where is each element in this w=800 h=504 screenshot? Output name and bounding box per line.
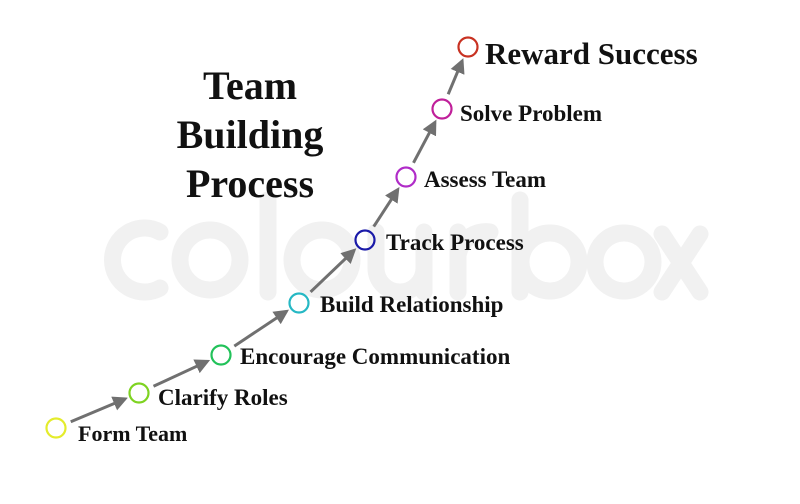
arrow (412, 119, 437, 164)
step-circle-icon (431, 98, 453, 120)
step-label: Assess Team (424, 167, 547, 192)
step-circle-icon (45, 417, 67, 439)
step-circle-icon (210, 344, 232, 366)
arrow (152, 359, 211, 388)
step-label: Track Process (386, 230, 524, 255)
arrow (233, 309, 290, 348)
watermark-glyph (512, 224, 588, 300)
step-circle-icon (395, 166, 417, 188)
arrow (309, 248, 357, 294)
watermark-glyph (367, 223, 433, 301)
step-circle-icon (457, 36, 479, 58)
watermark-glyph (104, 219, 169, 301)
step-label: Form Team (78, 421, 188, 446)
title-line: Building (176, 112, 324, 157)
watermark-glyph (653, 225, 709, 301)
watermark-glyph (449, 223, 499, 301)
step-label: Encourage Communication (240, 344, 511, 369)
step-label: Reward Success (485, 36, 698, 71)
step-circle-icon (354, 229, 376, 251)
title-line: Team (202, 63, 298, 108)
title-line: Process (185, 161, 315, 206)
step-label: Clarify Roles (158, 385, 288, 410)
arrow (70, 396, 128, 424)
step-circle-icon (128, 382, 150, 404)
arrow (372, 187, 400, 228)
watermark-glyph (586, 224, 662, 300)
step-label: Build Relationship (320, 292, 504, 317)
diagram-title: Team Building Process (130, 62, 370, 209)
watermark-glyph (171, 221, 249, 299)
arrow (446, 58, 465, 95)
step-label: Solve Problem (460, 101, 603, 126)
step-circle-icon (288, 292, 310, 314)
